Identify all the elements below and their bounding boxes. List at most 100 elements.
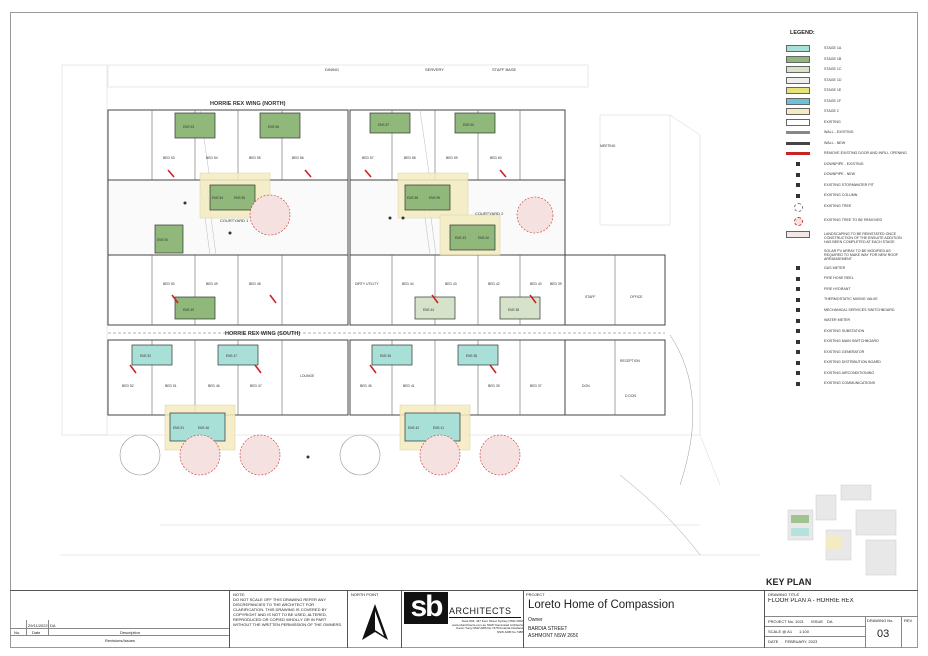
legend-swatch	[786, 152, 810, 155]
ensuite-label: ENS 42	[408, 426, 419, 430]
legend-label: FIRE HOSE REEL	[824, 276, 854, 280]
ensuite-label: ENS 53	[183, 125, 194, 129]
legend-label: EXISTING TREE TO BE REMOVED	[824, 217, 883, 222]
legend-label: STAGE 1F	[824, 98, 842, 103]
legend-label: EXISTING STORMWATER PIT	[824, 182, 874, 187]
legend-label: EXISTING SUBSTATION	[824, 328, 865, 333]
date-value: FEBRUARY, 2023	[785, 639, 818, 644]
room-label: BED 60	[490, 156, 502, 160]
legend-label: EXISTING	[824, 119, 841, 124]
room-label: STAFF	[585, 295, 595, 299]
legend-swatch	[794, 216, 803, 226]
room-label: BED 41	[403, 384, 415, 388]
room-label: BED 49	[206, 282, 218, 286]
courtyard-2-label: COURTYARD 2	[475, 211, 504, 216]
legend-label: WATER METER	[824, 318, 851, 322]
legend-swatch	[796, 276, 800, 281]
title-block	[10, 590, 918, 649]
ensuite-label: ENS 49	[183, 308, 194, 312]
room-label: BED 47	[250, 384, 262, 388]
ensuite-label: ENS 52	[140, 354, 151, 358]
legend-label: STAGE 1E	[824, 88, 842, 92]
ensuite-label: ENS 50	[157, 238, 168, 242]
col-description: Description	[120, 630, 141, 635]
room-label: BED 52	[122, 384, 134, 388]
legend-swatch	[796, 183, 800, 187]
room-label: BED 42	[488, 282, 500, 286]
room-label: BED 40	[530, 282, 542, 286]
revision-date: 29/11/2022	[28, 623, 48, 628]
legend-swatch	[796, 297, 800, 302]
legend-swatch	[796, 172, 800, 177]
legend-label: STAGE 2	[824, 109, 839, 113]
legend-swatch	[796, 318, 800, 323]
legend-label: EXISTING MAIN SWITCHBOARD	[824, 339, 879, 343]
room-label: BED 43	[445, 282, 457, 286]
project-name: Loreto Home of Compassion	[528, 599, 675, 611]
legend-label: WALL - NEW	[824, 140, 846, 145]
north-wing-left	[107, 109, 349, 181]
legend-swatch	[796, 287, 800, 291]
room-label: BED 46	[208, 384, 220, 388]
legend-label: EXISTING AIRCONDITIONING	[824, 370, 875, 375]
courtyard-1-label: COURTYARD 1	[220, 218, 249, 223]
note-box: NOTE: DO NOT SCALE OFF THIS DRAWING REFE…	[230, 590, 348, 648]
legend-label: FIRE HYDRANT	[824, 286, 851, 291]
note-text: DO NOT SCALE OFF THIS DRAWING REFER ANY …	[233, 597, 343, 627]
revisions-label: Revisions/Issues	[105, 638, 136, 643]
room-label: BED 48	[249, 282, 261, 286]
legend-label: EXISTING TREE	[824, 203, 852, 208]
note-title: NOTE:	[233, 592, 246, 597]
label-servery: SERVERY	[425, 67, 444, 72]
ensuite-label: ENS 43	[455, 236, 466, 240]
legend-swatch	[786, 230, 810, 238]
room-label: BED 54	[206, 156, 218, 160]
ensuite-label: ENS 47	[226, 354, 237, 358]
project-label: PROJECT	[526, 592, 545, 597]
revisions-table: 29/11/2022 DA No. Date Description Revis…	[10, 590, 230, 648]
room-label: BED 44	[402, 282, 414, 286]
room-label: BED 58	[404, 156, 416, 160]
legend-label: REMOVE EXISTING DOOR AND INFILL OPENING	[824, 151, 907, 155]
legend-label: STAGE 1D	[824, 77, 842, 82]
wing-north-label: HORRIE REX WING (NORTH)	[210, 101, 286, 107]
address-line-2: ASHMONT NSW 2650	[528, 633, 579, 639]
floor-plan: DINING SERVERY STAFF BASE HORRIE REX WIN…	[60, 64, 760, 556]
ensuite-label: ENS 54	[212, 196, 223, 200]
room-label: D DON	[625, 394, 636, 398]
legend-label: WALL - EXISTING	[824, 130, 854, 134]
legend-label: MECHANICAL SERVICES SWITCHBOARD	[824, 307, 895, 312]
room-label: BED 57	[362, 156, 374, 160]
ensuite-label: ENS 44	[423, 308, 434, 312]
ensuite-label: ENS 60	[463, 123, 474, 127]
project-box: PROJECT Loreto Home of Compassion Owner …	[523, 590, 765, 648]
legend-swatch	[796, 308, 800, 312]
legend-swatch	[796, 360, 800, 365]
legend-swatch	[786, 97, 810, 105]
key-plan-diagram	[787, 484, 897, 576]
sheet-border	[10, 12, 918, 648]
legend-label: THERMOSTATIC MIXING VALVE	[824, 297, 878, 301]
legend-label: GAS METER	[824, 265, 846, 270]
firm-logo-block: sb ARCHITECTS Suite 804, 447 Kent Street…	[403, 590, 523, 648]
legend-swatch	[786, 87, 810, 94]
room-label: BED 53	[163, 156, 175, 160]
legend-label: STAGE 1C	[824, 67, 842, 71]
address-line-1: BARDIA STREET	[528, 626, 568, 632]
legend-swatch	[796, 266, 800, 270]
drawing-no-label: DRAWING No.	[867, 618, 894, 623]
north-point-box: NORTH POINT	[348, 590, 402, 648]
owner-label: Owner	[528, 617, 543, 623]
project-no: 1021	[795, 619, 804, 624]
rev-label: REV	[904, 618, 913, 623]
room-label: LOUNGE	[300, 374, 315, 378]
room-label: BED 37	[530, 384, 542, 388]
scale-value: 1:100	[799, 629, 810, 634]
label-staff-base: STAFF BASE	[492, 67, 516, 72]
room-label: BED 51	[165, 384, 177, 388]
col-no: No.	[14, 630, 21, 635]
ensuite-label: ENS 46	[198, 426, 209, 430]
ensuite-label: ENS 55	[234, 196, 245, 200]
legend-swatch	[796, 371, 800, 375]
